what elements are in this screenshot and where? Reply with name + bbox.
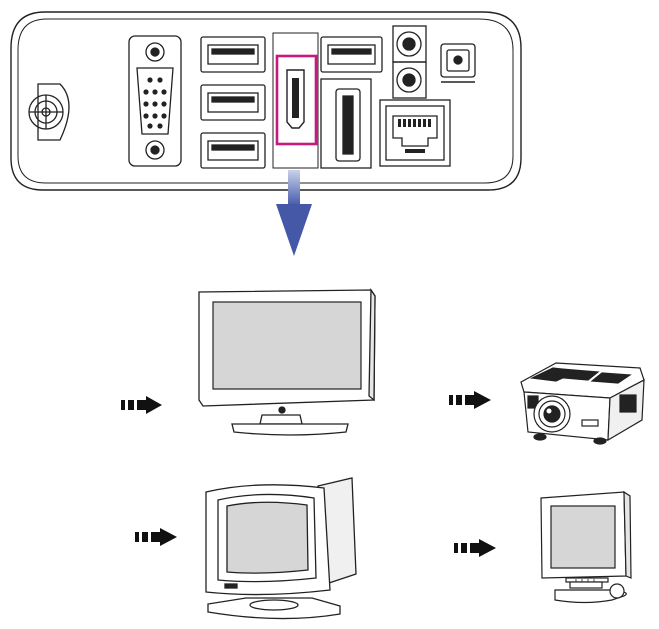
lcd-tv-icon — [198, 287, 376, 436]
power-connector-icon — [28, 83, 70, 141]
back-panel — [10, 11, 522, 191]
usb-port-icon — [320, 36, 383, 73]
arrow-right-icon — [121, 396, 162, 414]
usb-port-icon — [200, 132, 266, 169]
arrow-right-icon — [449, 391, 491, 409]
hdmi-port-icon — [272, 32, 319, 169]
arrow-right-icon — [135, 528, 177, 546]
crt-monitor-icon — [205, 477, 357, 620]
usb-port-icon — [200, 36, 266, 73]
projector-icon — [520, 362, 645, 445]
vga-port-icon — [128, 35, 182, 167]
arrow-right-icon — [454, 539, 496, 557]
audio-jack-icon — [392, 25, 427, 63]
optical-port-icon — [440, 43, 476, 83]
ethernet-port-icon — [379, 99, 451, 167]
audio-jack-icon — [392, 61, 427, 99]
arrow-down-icon — [276, 170, 312, 256]
usb-port-icon — [200, 84, 266, 121]
esata-port-icon — [320, 78, 372, 169]
lcd-monitor-icon — [540, 490, 632, 604]
